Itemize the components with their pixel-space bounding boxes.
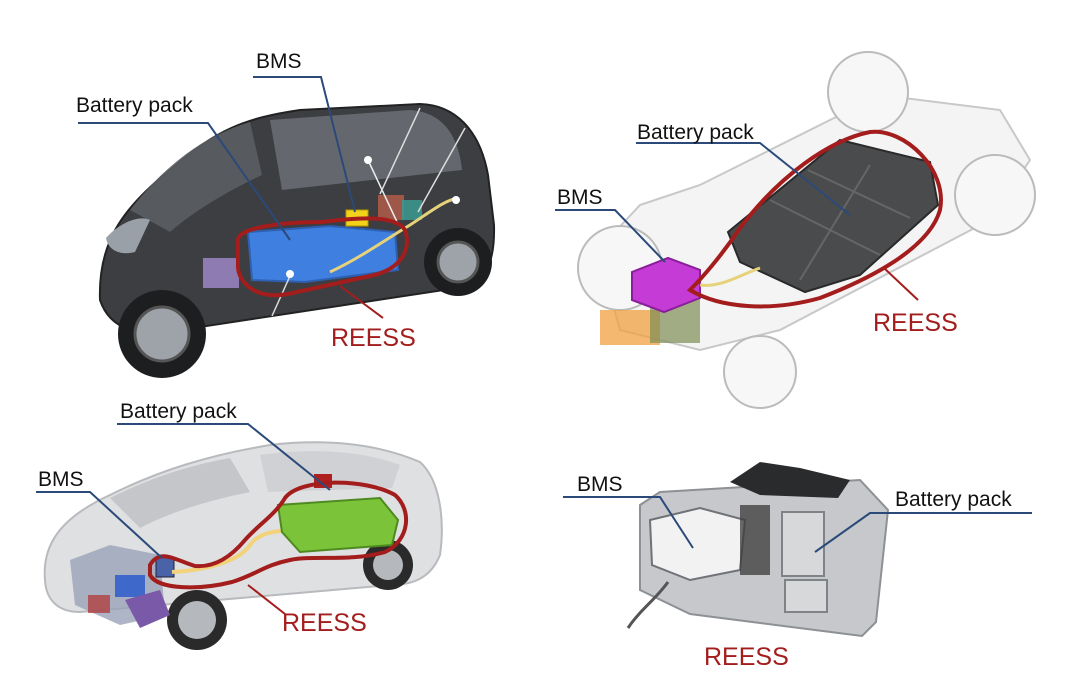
leader-battery-pack (78, 122, 291, 241)
wheel-rl (954, 154, 1036, 236)
bms-label: BMS (557, 186, 603, 209)
hub-front (133, 305, 191, 363)
leader-battery-pack (814, 512, 1032, 553)
battery-pack-label: Battery pack (637, 121, 754, 144)
callout-line (417, 127, 466, 213)
leader-reess (883, 267, 919, 301)
leader-battery-pack (636, 142, 851, 216)
callout-line (379, 107, 421, 195)
bms-block (631, 256, 701, 314)
leader-reess (247, 584, 286, 615)
panel-4-tray (563, 462, 1032, 638)
bms-label: BMS (38, 468, 84, 491)
callout-line (367, 159, 399, 225)
reess-label: REESS (873, 309, 958, 337)
motor-unit (203, 258, 239, 288)
bms-label: BMS (577, 473, 623, 496)
callout-dot (452, 196, 460, 204)
windshield (110, 458, 250, 528)
hv-cable (329, 196, 459, 274)
module-divider (807, 169, 911, 219)
leader-bms (36, 491, 163, 559)
leader-bms (555, 209, 666, 263)
module-divider (769, 199, 881, 256)
engine-part (88, 595, 110, 613)
bms-block (155, 556, 175, 578)
battery-pack-label: Battery pack (120, 400, 237, 423)
reess-label: REESS (704, 643, 789, 671)
engine-part (125, 590, 170, 628)
module-divider (799, 164, 871, 281)
battery-pack-block (276, 496, 400, 554)
bms-block (648, 506, 747, 582)
callout-dot (286, 270, 294, 278)
battery-pack-label: Battery pack (895, 488, 1012, 511)
wheel-fl (723, 335, 797, 409)
leader-bms (563, 496, 694, 549)
hv-cable (699, 266, 761, 287)
leader-battery-pack (117, 423, 331, 491)
reess-outline (236, 216, 409, 298)
leader-bms (253, 76, 356, 213)
windshield (130, 122, 262, 232)
reess-outline (686, 129, 943, 309)
reess-label: REESS (282, 609, 367, 637)
hub-rear (436, 240, 480, 284)
battery-pack-block (726, 138, 940, 294)
battery-pack-label: Battery pack (76, 94, 193, 117)
hub-front (178, 601, 216, 639)
headlight (106, 218, 150, 254)
side-windows (270, 110, 462, 190)
engine-part (115, 575, 145, 597)
wiring-area (740, 505, 770, 575)
pack-compartment (784, 579, 828, 613)
inverter-unit (402, 200, 422, 220)
hub-rear (373, 550, 403, 580)
wheel-rr (827, 51, 909, 133)
battery-pack-block (781, 511, 825, 577)
bms-label: BMS (256, 50, 302, 73)
reess-label: REESS (331, 324, 416, 352)
battery-pack-block (246, 224, 400, 284)
reess-outline (148, 480, 409, 590)
leader-reess (339, 285, 384, 319)
panel-1-hatchback (78, 76, 496, 378)
tray-top-cover (730, 462, 850, 498)
panel-2-chassis (555, 51, 1036, 409)
tray-cable (626, 581, 670, 629)
panel-3-sedan (36, 423, 443, 650)
callout-dot (364, 156, 372, 164)
